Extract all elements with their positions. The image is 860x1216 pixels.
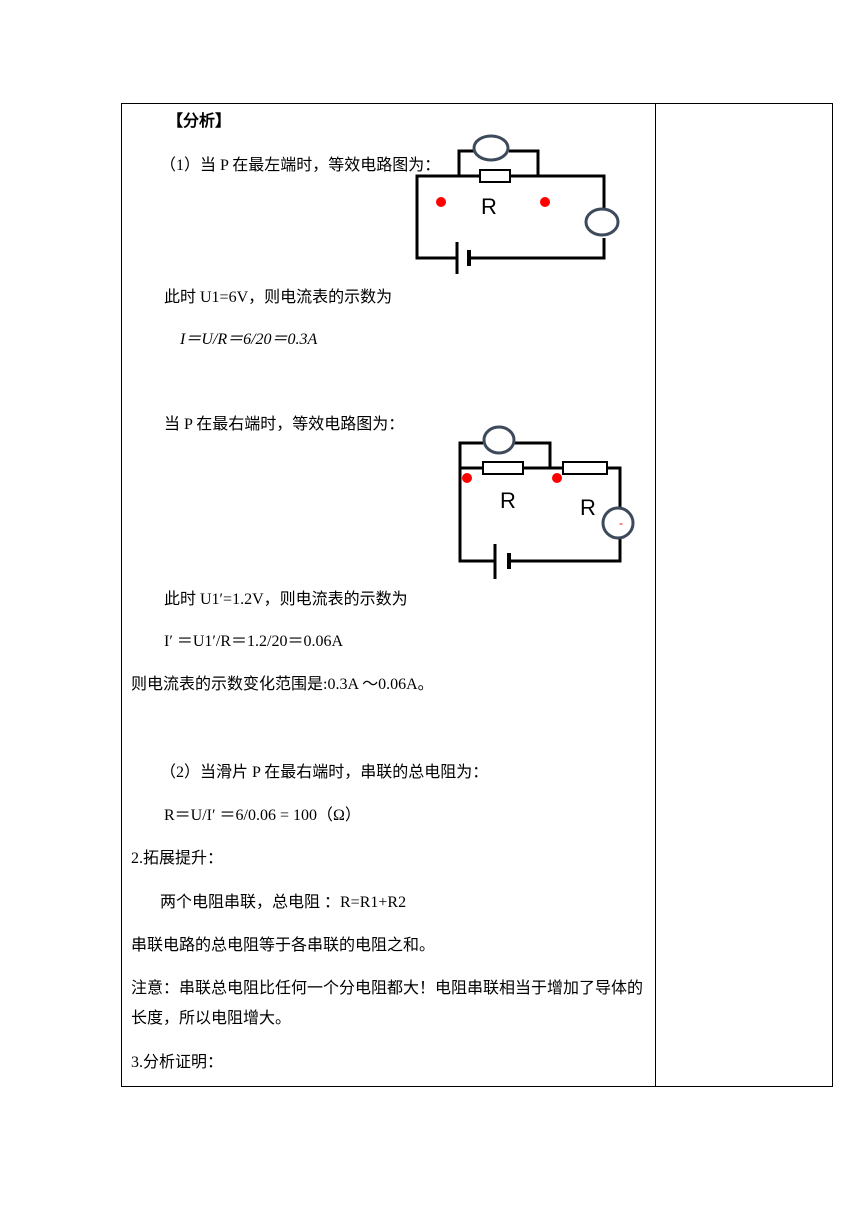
node-dot-left — [462, 473, 472, 483]
bottom-right-wire — [542, 538, 622, 563]
question2-formula: R＝U/I′ ＝6/0.06 = 100（Ω） — [164, 807, 361, 824]
resistor-symbol-1 — [482, 461, 524, 475]
top-wire-c — [607, 466, 622, 508]
left-wire — [415, 174, 457, 260]
extension-heading: 2.拓展提升： — [131, 850, 224, 867]
voltmeter-icon — [472, 134, 510, 162]
note-paragraph: 注意：串联总电阻比任何一个分电阻都大！电阻串联相当于增加了导体的长度，所以电阻增… — [131, 980, 644, 1027]
part1-intro: （1）当 P 在最左端时，等效电路图为： — [160, 157, 441, 174]
node-dot-right — [540, 197, 550, 207]
node-dot-left — [436, 197, 446, 207]
ammeter-icon — [601, 506, 635, 540]
bottom-right-wire — [513, 238, 606, 260]
circuit-diagram-right-end: R R - — [458, 425, 635, 579]
extension-line: 两个电阻串联，总电阻 ：R=R1+R2 — [160, 894, 407, 911]
ammeter-icon — [584, 207, 620, 237]
part2-intro: 当 P 在最右端时，等效电路图为： — [164, 416, 405, 433]
part1-state: 此时 U1=6V，则电流表的示数为 — [164, 289, 393, 306]
question2-intro: （2）当滑片 P 在最右端时，串联的总电阻为： — [160, 764, 489, 781]
circuit-diagram-left-end: R — [415, 134, 620, 274]
left-wire — [458, 468, 494, 563]
proof-heading: 3.分析证明： — [131, 1054, 224, 1071]
minus-sign: - — [619, 516, 623, 530]
column-divider — [655, 103, 656, 1087]
voltmeter-right-wire — [513, 441, 552, 468]
node-dot-middle — [552, 473, 562, 483]
part2-state: 此时 U1′=1.2V，则电流表的示数为 — [164, 591, 408, 608]
resistor-label-1: R — [500, 488, 516, 513]
resistor-symbol — [479, 169, 511, 183]
resistor-label-2: R — [580, 495, 596, 520]
top-right-wire — [510, 174, 606, 208]
extension-conclusion: 串联电路的总电阻等于各串联的电阻之和。 — [131, 937, 436, 954]
voltmeter-left-wire — [457, 149, 475, 176]
resistor-symbol-2 — [562, 461, 608, 475]
voltmeter-left-wire — [458, 441, 483, 468]
resistor-label: R — [481, 194, 497, 219]
voltmeter-icon — [482, 425, 516, 455]
part1-formula: I＝U/R＝6/20＝0.3A — [180, 331, 318, 348]
table-frame — [121, 103, 833, 1087]
voltmeter-right-wire — [509, 149, 540, 176]
range-text: 则电流表的示数变化范围是:0.3A ～0.06A。 — [131, 676, 434, 693]
analysis-heading: 【分析】 — [167, 113, 232, 130]
part2-formula: I′ ＝U1′/R＝1.2/20＝0.06A — [164, 633, 344, 650]
